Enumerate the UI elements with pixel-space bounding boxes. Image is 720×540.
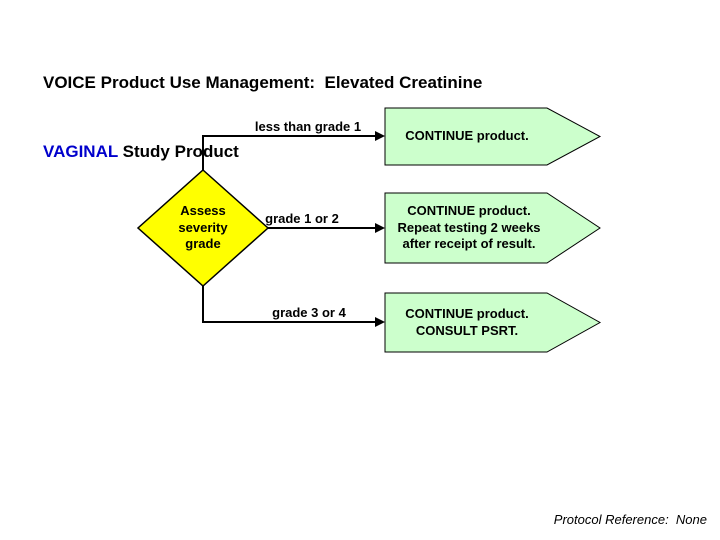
slide-title: VOICE Product Use Management: Elevated C…: [43, 25, 482, 209]
title-line-1: VOICE Product Use Management: Elevated C…: [43, 73, 483, 92]
decision-diamond-shape: [136, 168, 270, 288]
title-line-2-rest: Study Product: [117, 142, 239, 161]
outcome-box-2-label: CONTINUE product. Repeat testing 2 weeks…: [397, 202, 541, 252]
arrowhead-bottom-icon: [375, 317, 385, 327]
branch-label-grade-3-or-4: grade 3 or 4: [272, 305, 346, 320]
arrowhead-middle-icon: [375, 223, 385, 233]
outcome-box-1-label: CONTINUE product.: [405, 128, 529, 144]
decision-diamond-label: Assess severity grade: [178, 202, 228, 252]
branch-label-grade-1-or-2: grade 1 or 2: [265, 211, 339, 226]
protocol-reference: Protocol Reference: None: [553, 512, 707, 527]
connector-bottom: [202, 286, 377, 323]
outcome-box-3-label: CONTINUE product. CONSULT PSRT.: [405, 305, 529, 338]
outcome-box-3-shape: [384, 292, 602, 353]
title-line-2: VAGINAL Study Product: [43, 140, 482, 163]
outcome-box-1-shape: [384, 107, 602, 166]
branch-label-less-than-grade-1: less than grade 1: [254, 119, 362, 134]
title-product-type: VAGINAL: [43, 142, 118, 161]
connector-top: [202, 135, 377, 170]
outcome-box-2-shape: [384, 192, 601, 264]
arrowhead-top-icon: [375, 131, 385, 141]
